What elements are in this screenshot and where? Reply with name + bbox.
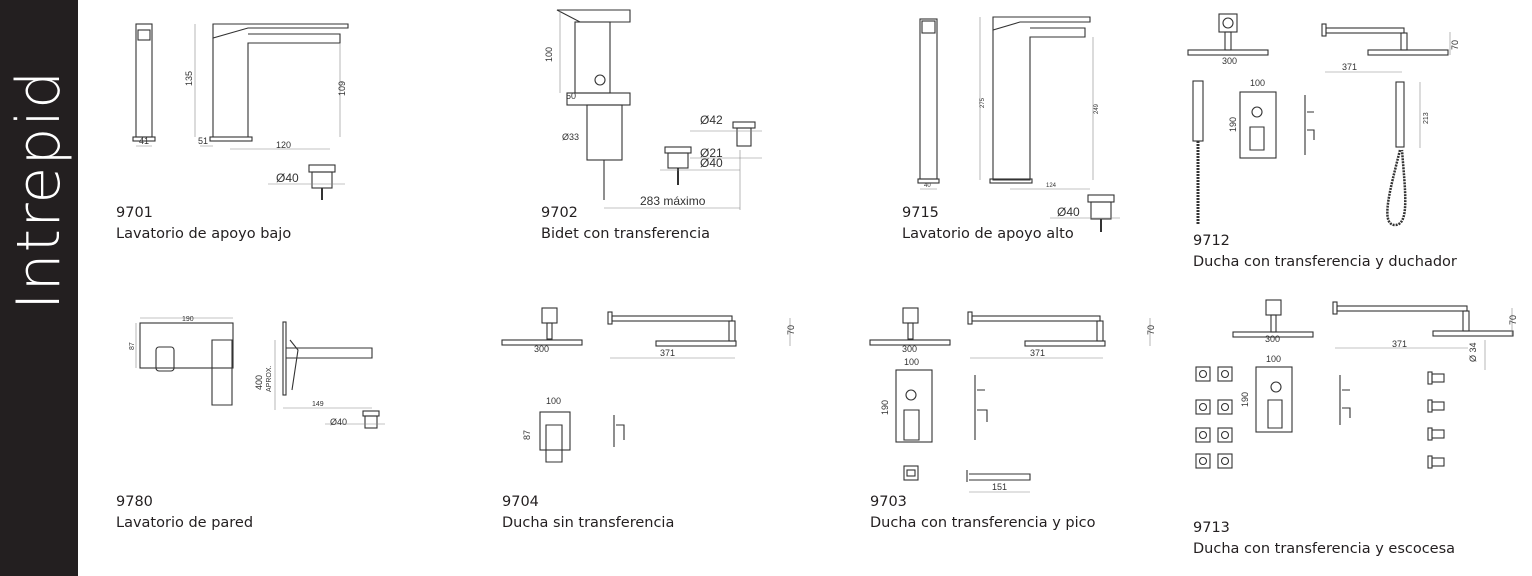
dimension-label: 371 [660, 348, 675, 358]
product-name: Lavatorio de apoyo alto [902, 226, 1074, 242]
product-name: Ducha con transferencia y pico [870, 515, 1096, 531]
dimension-label: 300 [1222, 56, 1237, 66]
product-9703: 9703 Ducha con transferencia y pico [870, 492, 1095, 534]
dimension-label: 151 [992, 482, 1007, 492]
product-name: Lavatorio de apoyo bajo [116, 226, 292, 242]
product-code: 9715 [902, 205, 939, 221]
dimension-label: 371 [1030, 348, 1045, 358]
dimension-label: 109 [337, 81, 347, 96]
drawing-9701: 135 109 41 51 120 Ø40 [132, 23, 349, 200]
product-name: Ducha con transferencia y duchador [1193, 254, 1457, 270]
dimension-label: 135 [184, 71, 194, 86]
dimension-label: Ø42 [700, 113, 723, 127]
product-code: 9703 [870, 494, 907, 510]
drawing-9780: 190 87 400 APROX. 149 Ø40 [129, 316, 385, 429]
dimension-label: Ø40 [276, 171, 299, 185]
dimension-label: Ø40 [700, 156, 723, 170]
dimension-label: 100 [1266, 354, 1281, 364]
dimension-label: 70 [1146, 325, 1156, 335]
product-code: 9702 [541, 205, 578, 221]
product-9701: 9701 Lavatorio de apoyo bajo [116, 203, 291, 245]
dimension-label: 41 [139, 136, 149, 146]
dimension-label: Ø40 [1057, 205, 1080, 219]
dimension-label: 70 [786, 325, 796, 335]
drawing-9702: 100 50 Ø33 Ø42 Ø21 Ø40 283 máximo [544, 9, 762, 210]
dimension-label: 87 [129, 342, 136, 350]
drawing-9703: 300 371 70 100 190 151 [869, 307, 1156, 493]
dimension-label: 124 [1046, 183, 1057, 189]
dimension-label: 283 máximo [640, 194, 706, 208]
dimension-label: 70 [1508, 315, 1518, 325]
product-name: Lavatorio de pared [116, 515, 254, 531]
dimension-label: 100 [544, 47, 554, 62]
dimension-label: 213 [1423, 112, 1430, 124]
product-9712: 9712 Ducha con transferencia y duchador [1193, 231, 1457, 273]
product-name: Ducha sin transferencia [502, 515, 675, 531]
dimension-label: 300 [902, 344, 917, 354]
drawing-9712: 300 371 70 100 190 213 [1187, 13, 1460, 227]
dimension-label: 190 [880, 400, 890, 415]
dimension-label: Ø21 [700, 146, 723, 160]
dimension-label: 371 [1392, 339, 1407, 349]
dimension-label: 249 [1094, 103, 1100, 114]
dimension-label: 40 [924, 183, 931, 189]
product-code: 9712 [1193, 233, 1230, 249]
dimension-label: 120 [276, 140, 291, 150]
dimension-label: 300 [1265, 334, 1280, 344]
product-9780: 9780 Lavatorio de pared [116, 492, 253, 534]
dimension-label: Ø 34 [1468, 342, 1478, 362]
dimension-label: 50 [566, 91, 576, 101]
product-code: 9704 [502, 494, 539, 510]
dimension-label: APROX. [266, 365, 273, 392]
product-9702: 9702 Bidet con transferencia [541, 203, 710, 245]
dimension-label: Ø40 [330, 417, 347, 427]
product-code: 9713 [1193, 520, 1230, 536]
dimension-label: 100 [904, 357, 919, 367]
product-name: Ducha con transferencia y escocesa [1193, 541, 1456, 557]
dimension-label: 190 [1240, 392, 1250, 407]
dimension-label: Ø33 [562, 132, 579, 142]
dimension-label: 100 [546, 396, 561, 406]
dimension-label: 51 [198, 136, 208, 146]
product-code: 9780 [116, 494, 153, 510]
drawing-9715: 275 249 40 124 Ø40 [917, 16, 1120, 232]
dimension-label: 371 [1342, 62, 1357, 72]
dimension-label: 275 [980, 97, 986, 108]
dimension-label: 300 [534, 344, 549, 354]
dimension-label: 70 [1450, 40, 1460, 50]
dimension-label: 100 [1250, 78, 1265, 88]
drawing-9704: 300 371 70 100 87 [501, 307, 796, 463]
drawing-9713: 300 371 70 Ø 34 100 190 [1195, 299, 1518, 469]
product-9715: 9715 Lavatorio de apoyo alto [902, 203, 1074, 245]
brand-sidebar: Intrepid [0, 0, 78, 576]
product-name: Bidet con transferencia [541, 226, 710, 242]
product-code: 9701 [116, 205, 153, 221]
dimension-label: 190 [1228, 117, 1238, 132]
dimension-label: 190 [182, 316, 194, 323]
dimension-label: 87 [522, 430, 532, 440]
product-9713: 9713 Ducha con transferencia y escocesa [1193, 518, 1455, 560]
dimension-label: 400 [254, 375, 264, 390]
dimension-label: 149 [312, 401, 324, 408]
product-9704: 9704 Ducha sin transferencia [502, 492, 674, 534]
